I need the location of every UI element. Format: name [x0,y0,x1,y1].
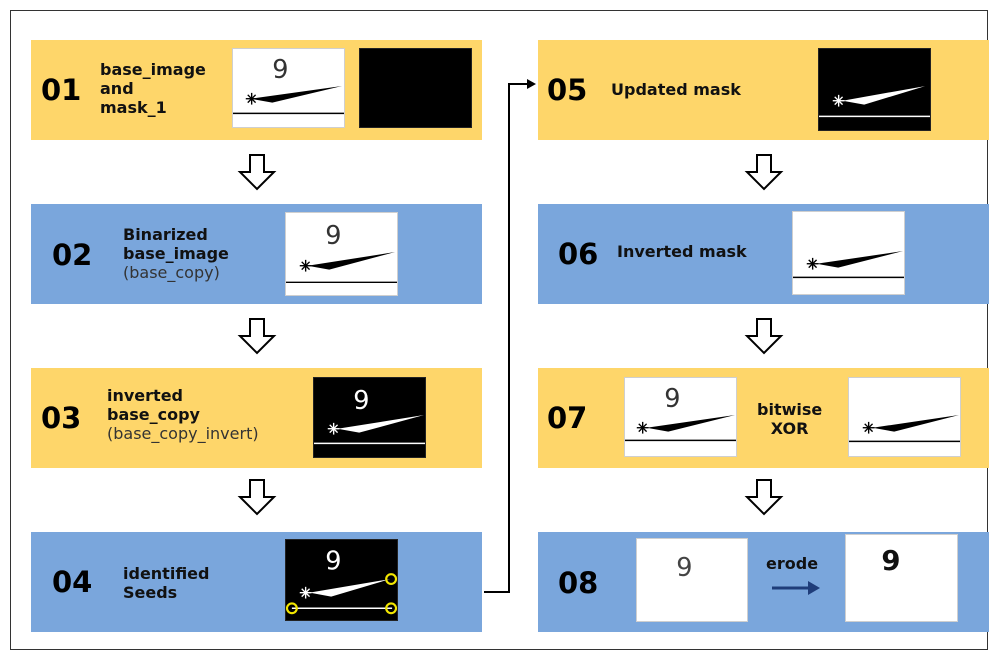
step-02: 02 Binarized base_image (base_copy) 9 [31,204,482,304]
label-line: bitwise [757,400,823,419]
hollow-down-arrow-icon [237,318,277,355]
hollow-down-arrow-icon [744,318,784,355]
step-number: 06 [558,237,599,271]
binarized-image-thumbnail: 9 [285,212,398,296]
seed-marker [286,602,298,615]
hollow-down-arrow-icon [744,154,784,191]
step-number: 04 [52,565,93,599]
seeds-thumbnail: 9 [285,539,398,621]
label-line: base_copy [107,405,200,424]
step-label: base_image and mask_1 [100,60,206,117]
label-line: Inverted mask [617,242,747,261]
step-number: 07 [547,401,588,435]
label-line: Binarized [123,225,208,244]
step-04: 04 identified Seeds 9 [31,532,482,632]
label-line: base_image [123,244,229,263]
hollow-down-arrow-icon [237,154,277,191]
digit-glyph: 9 [272,54,288,84]
step-number: 01 [41,73,82,107]
digit-glyph: 9 [353,385,369,415]
step-number: 03 [41,401,82,435]
digit-glyph: 9 [325,546,341,576]
label-line: mask_1 [100,98,167,117]
digit-glyph: 9 [325,221,341,251]
step-label: erode [766,554,818,573]
xor-input-b-thumbnail [848,377,961,457]
step-01: 01 base_image and mask_1 9 [31,40,482,140]
step-number: 08 [558,566,599,600]
xor-result-thumbnail: 9 [636,538,748,622]
label-line: identified [123,564,210,583]
label-line: and [100,79,134,98]
label-line: Seeds [123,583,178,602]
label-sub: (base_copy) [123,263,220,282]
step-label: identified Seeds [123,564,209,602]
step-05: 05 Updated mask [538,40,989,140]
step-06: 06 Inverted mask [538,204,989,304]
step-03: 03 inverted base_copy (base_copy_invert)… [31,368,482,468]
step-07: 07 9 bitwise XOR [538,368,989,468]
inverted-image-thumbnail: 9 [313,377,426,458]
label-line: erode [766,554,819,573]
base-image-thumbnail: 9 [232,48,345,128]
step-label: Updated mask [611,80,741,99]
step-label: Inverted mask [617,242,747,261]
seed-marker [385,573,397,585]
inverted-mask-thumbnail [792,211,905,295]
step-label: Binarized base_image (base_copy) [123,225,229,282]
digit-glyph: 9 [676,553,692,583]
label-sub: (base_copy_invert) [107,424,259,443]
step-number: 05 [547,73,588,107]
hollow-down-arrow-icon [744,479,784,516]
updated-mask-thumbnail [818,48,931,131]
eroded-result-thumbnail: 9 [845,534,958,622]
label-line: base_image [100,60,206,79]
step-label: bitwise XOR [757,400,822,438]
step-label: inverted base_copy (base_copy_invert) [107,386,259,443]
right-arrow-icon [772,581,820,595]
seed-marker [385,602,397,615]
digit-glyph: 9 [881,546,900,577]
mask-1-thumbnail [359,48,472,128]
diagram-frame [10,10,988,650]
hollow-down-arrow-icon [237,479,277,516]
xor-input-a-thumbnail: 9 [624,377,737,457]
label-line: XOR [770,419,809,438]
digit-glyph: 9 [664,383,680,413]
label-line: Updated mask [611,80,741,99]
step-number: 02 [52,238,93,272]
step-08: 08 9 erode 9 [538,532,989,632]
label-line: inverted [107,386,183,405]
